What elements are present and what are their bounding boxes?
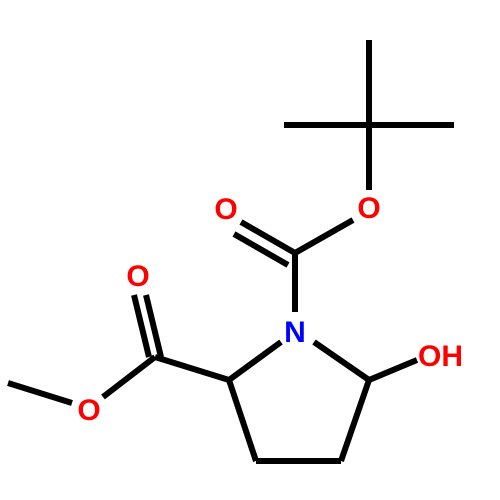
bond-c4-to-c5 xyxy=(338,379,372,462)
bond-boc-carbonyl-double-2 xyxy=(232,231,290,268)
bond-boc-carbonyl-double-1 xyxy=(239,219,297,256)
bond-ester-carbonyl-double-2 xyxy=(143,294,164,358)
bond-c2-to-c3 xyxy=(226,379,259,462)
boc-carbamate-group xyxy=(232,217,355,312)
bond-c5-to-hydroxyl xyxy=(367,357,419,383)
atom-label-boc-ether-oxygen: O xyxy=(357,192,380,225)
atom-label-ring-nitrogen: N xyxy=(284,316,306,349)
methyl-ester-group xyxy=(7,294,230,406)
bond-ester-carbon-to-oxygen xyxy=(101,354,157,400)
bond-oxygen-to-methyl xyxy=(7,380,73,406)
bond-ester-carbonyl-double-1 xyxy=(131,294,152,358)
atom-label-boc-carbonyl-oxygen: O xyxy=(214,193,237,226)
atom-label-ester-carbonyl-oxygen: O xyxy=(126,260,149,293)
bond-ether-oxygen-to-carbonyl xyxy=(293,217,355,256)
atom-label-ester-ether-oxygen: O xyxy=(77,394,100,427)
bond-c2-to-ester-carbon xyxy=(154,354,230,383)
tert-butyl-group xyxy=(284,40,454,190)
pyrrolidine-ring xyxy=(226,339,419,464)
bond-c5-to-n xyxy=(312,339,371,383)
atom-label-hydroxyl: OH xyxy=(418,340,463,373)
bond-n-to-c2 xyxy=(227,339,283,383)
